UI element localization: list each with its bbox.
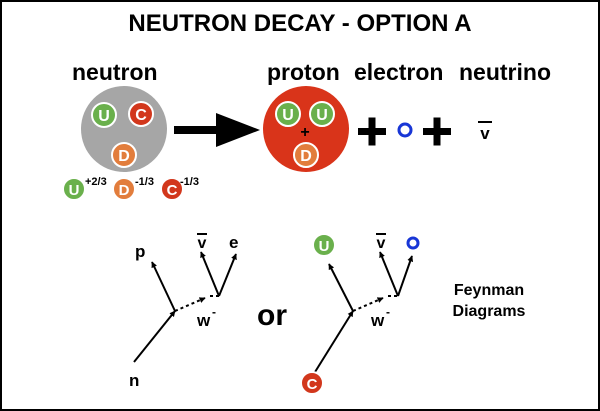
decay-arrow: [174, 113, 260, 147]
proton-down-label: D: [300, 148, 312, 165]
legend-charm-label: C: [167, 182, 178, 199]
label-n: n: [129, 371, 139, 390]
feynman-caption-line1: Feynman: [454, 282, 524, 299]
proton-heading: proton: [267, 59, 340, 85]
legend-down-label: D: [119, 182, 130, 199]
label-p: p: [135, 242, 145, 261]
legend-up-charge: +2/3: [85, 176, 107, 188]
label-w-sup-right: -: [386, 305, 390, 319]
neutron-charm-label: C: [135, 107, 147, 124]
legend-down-quark: [112, 177, 136, 201]
feynman-diagram-right: U C v w -: [300, 233, 420, 395]
svg-text:v: v: [480, 124, 490, 143]
legend-charm-charge: -1/3: [180, 176, 199, 188]
proton-charge-sign: +: [300, 124, 309, 141]
neutrino-heading: neutrino: [459, 59, 551, 85]
neutron-down-label: D: [118, 148, 130, 165]
quark-charge-legend: U +2/3 D -1/3 C -1/3: [62, 176, 199, 201]
label-antineutrino-left: v: [198, 235, 207, 252]
proton-particle: U U + D: [263, 86, 349, 172]
page-title: NEUTRON DECAY - OPTION A: [128, 10, 472, 37]
label-antineutrino-right: v: [377, 235, 386, 252]
proton-down-quark: [293, 142, 319, 168]
feynman-caption-line2: Diagrams: [453, 303, 526, 320]
legend-up-label: U: [69, 182, 80, 199]
plus-sign-1: [358, 117, 386, 146]
label-w-sup-left: -: [212, 305, 216, 319]
neutron-heading: neutron: [72, 59, 158, 85]
feynman-electron: [406, 236, 420, 250]
legend-down-charge: -1/3: [135, 176, 154, 188]
antineutrino-symbol: v: [478, 121, 492, 143]
neutron-particle: U C D: [81, 86, 167, 172]
feynman-up-quark: [312, 233, 336, 257]
plus-sign-2: [423, 117, 451, 146]
neutron-charm-quark: [128, 101, 154, 127]
electron-symbol: [397, 122, 413, 138]
neutron-up-quark: [91, 102, 117, 128]
feynman-diagram-left: n p v e w -: [129, 233, 238, 390]
label-w-right: w: [370, 311, 385, 330]
neutron-down-quark: [111, 142, 137, 168]
feynman-charm-quark: [300, 371, 324, 395]
label-e: e: [229, 233, 238, 252]
feynman-up-label: U: [319, 238, 330, 255]
legend-up-quark: [62, 177, 86, 201]
electron-heading: electron: [354, 59, 444, 85]
proton-up-quark-2: [309, 101, 335, 127]
legend-charm-quark: [160, 177, 184, 201]
feynman-charm-label: C: [307, 376, 318, 393]
label-w-left: w: [196, 311, 211, 330]
proton-up-quark-1: [275, 101, 301, 127]
proton-up-label-1: U: [282, 107, 294, 124]
neutron-up-label: U: [98, 108, 110, 125]
or-label: or: [257, 299, 287, 332]
proton-up-label-2: U: [316, 107, 328, 124]
